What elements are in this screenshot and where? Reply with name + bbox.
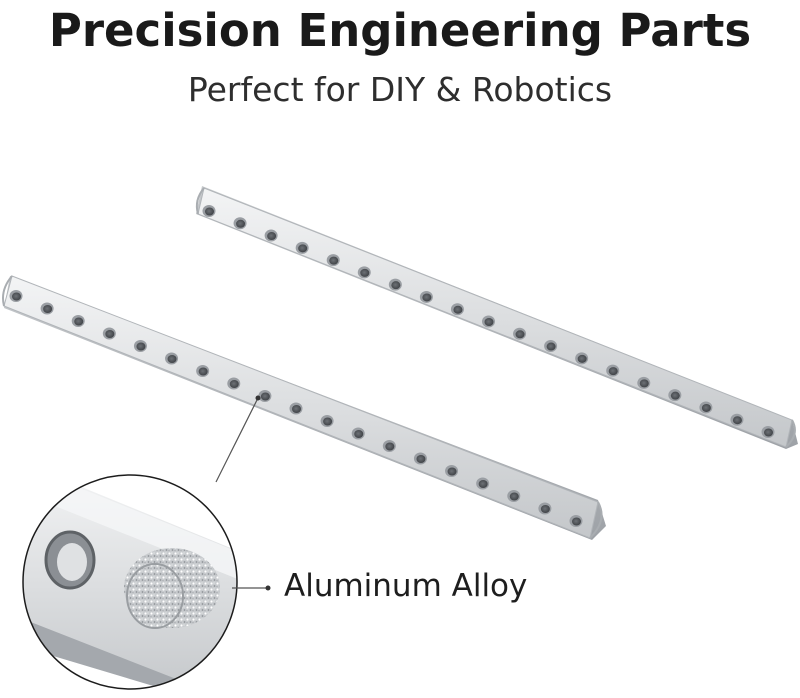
bar-hole-inner xyxy=(577,354,587,363)
callout-dot xyxy=(265,585,271,591)
metal-bar-back xyxy=(195,186,798,449)
bar-hole-inner xyxy=(670,391,680,400)
bar-hole-inner xyxy=(205,207,214,216)
bar-hole-inner xyxy=(323,417,333,426)
bar-hole-inner xyxy=(732,416,742,425)
bar-hole-inner xyxy=(136,342,146,351)
bar-hole-inner xyxy=(540,505,550,513)
bar-hole-inner xyxy=(105,330,115,338)
page-title: Precision Engineering Parts xyxy=(48,4,752,57)
bar-hole-inner xyxy=(509,492,519,501)
bar-hole-inner xyxy=(478,480,488,488)
bar-hole-inner xyxy=(447,467,457,476)
leader-line xyxy=(215,397,259,483)
bar-hole-inner xyxy=(74,317,84,326)
bar-hole-inner xyxy=(764,428,773,437)
bar-hole-inner xyxy=(639,379,649,388)
bar-holes xyxy=(202,205,775,438)
bar-hole-inner xyxy=(236,219,246,228)
bar-hole-inner xyxy=(167,355,177,363)
bar-hole-inner xyxy=(416,455,426,463)
bar-hole-inner xyxy=(546,342,556,351)
bar-hole-inner xyxy=(385,442,395,451)
bar-hole-inner xyxy=(360,268,370,277)
bar-hole-inner xyxy=(260,392,270,401)
bar-hole-inner xyxy=(484,318,494,326)
bar-hole-inner xyxy=(43,305,53,313)
bar-hole-inner xyxy=(391,281,401,290)
magnified-detail xyxy=(22,474,238,690)
metal-bar-front xyxy=(2,275,606,540)
material-label: Aluminum Alloy xyxy=(284,568,528,604)
bar-hole-inner xyxy=(12,292,21,301)
bar-hole-inner xyxy=(267,232,277,241)
bar-hole-inner xyxy=(608,367,618,376)
bar-holes xyxy=(9,290,583,527)
bar-hole-inner xyxy=(292,405,301,413)
bar-hole-inner xyxy=(422,293,432,302)
bar-hole-inner xyxy=(329,256,339,265)
bar-hole-inner xyxy=(572,517,581,526)
page-subtitle: Perfect for DIY & Robotics xyxy=(187,70,613,109)
bar-hole-inner xyxy=(298,244,308,253)
bar-hole-inner xyxy=(354,430,364,438)
leader-dot xyxy=(255,395,261,401)
bar-hole-inner xyxy=(198,367,208,376)
bar-hole-inner xyxy=(453,305,463,314)
bar-hole-inner xyxy=(701,403,711,412)
bar-hole-inner xyxy=(515,330,525,339)
bar-hole-inner xyxy=(229,380,239,388)
